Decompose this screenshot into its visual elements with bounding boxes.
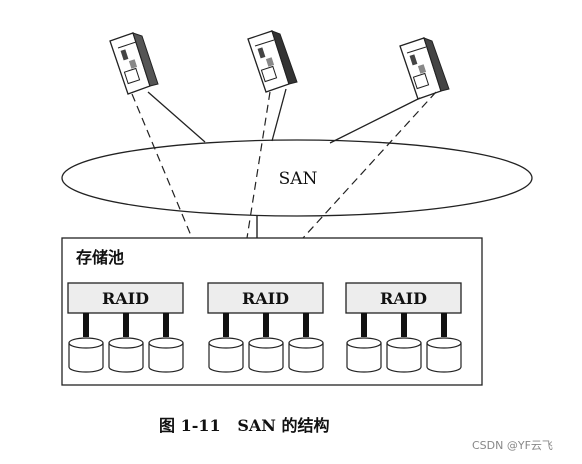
figure-caption: 图 1-11 SAN 的结构 bbox=[159, 416, 330, 435]
disk-connector bbox=[303, 313, 309, 337]
raid-box bbox=[67, 282, 184, 314]
disk-icon bbox=[386, 337, 422, 373]
raid-label: RAID bbox=[380, 289, 427, 308]
disk-icon bbox=[68, 337, 104, 373]
disk-connector bbox=[441, 313, 447, 337]
raid-groups: RAID RAID RAID bbox=[67, 282, 462, 373]
server-3-icon bbox=[399, 37, 450, 100]
san-ellipse bbox=[61, 139, 533, 217]
disk-connector bbox=[401, 313, 407, 337]
disk-icon bbox=[148, 337, 184, 373]
disk-icon bbox=[346, 337, 382, 373]
disk-connector bbox=[223, 313, 229, 337]
storage-pool-box bbox=[61, 237, 483, 386]
disk-icon bbox=[108, 337, 144, 373]
disk-connector bbox=[263, 313, 269, 337]
disk-connector bbox=[361, 313, 367, 337]
server-1-icon bbox=[109, 32, 159, 95]
raid-group-3: RAID bbox=[345, 282, 462, 373]
disk-connector bbox=[163, 313, 169, 337]
watermark: CSDN @YF云飞 bbox=[472, 439, 553, 452]
raid-group-1: RAID bbox=[67, 282, 184, 373]
disk-icon bbox=[288, 337, 324, 373]
server-san-links bbox=[147, 88, 421, 144]
raid-label: RAID bbox=[102, 289, 149, 308]
disk-icon bbox=[426, 337, 462, 373]
raid-box bbox=[207, 282, 324, 314]
raid-box bbox=[345, 282, 462, 314]
san-label: SAN bbox=[279, 169, 318, 189]
server-pool-dashed-links bbox=[131, 91, 437, 239]
disk-connector bbox=[123, 313, 129, 337]
disk-connector bbox=[83, 313, 89, 337]
disk-icon bbox=[208, 337, 244, 373]
storage-pool-label: 存储池 bbox=[76, 248, 124, 267]
raid-group-2: RAID bbox=[207, 282, 324, 373]
raid-label: RAID bbox=[242, 289, 289, 308]
server-2-icon bbox=[247, 30, 298, 93]
disk-icon bbox=[248, 337, 284, 373]
